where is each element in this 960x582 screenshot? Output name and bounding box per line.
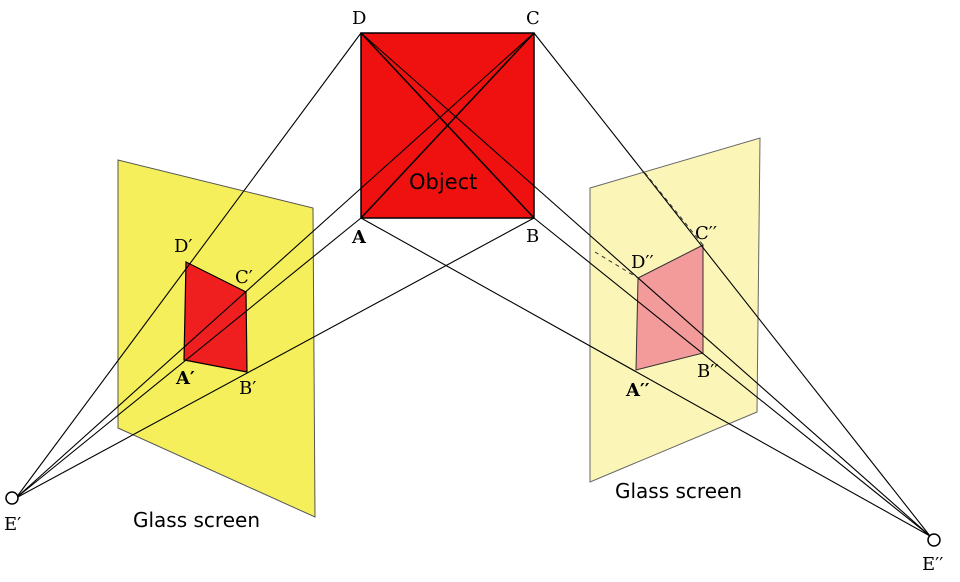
vertex-label-d: D xyxy=(352,8,366,29)
left-image-label-a: A′ xyxy=(175,368,195,389)
right-image-label-d: D′′ xyxy=(631,252,654,273)
left-eye-label: E′ xyxy=(4,514,21,535)
vertex-label-a: A xyxy=(351,227,367,248)
left-projected-image xyxy=(183,261,248,373)
vertex-label-b: B xyxy=(526,226,539,247)
right-image-label-b: B′′ xyxy=(697,361,718,382)
left-projection-lines xyxy=(15,32,535,499)
left-screen-caption: Glass screen xyxy=(133,508,260,532)
vertex-label-c: C xyxy=(526,8,540,29)
object-diagonal-bd xyxy=(360,32,535,219)
object-label: Object xyxy=(409,170,477,194)
right-eye-point xyxy=(927,533,941,547)
right-hidden-segments xyxy=(594,172,704,279)
right-image-label-a: A′′ xyxy=(625,380,650,401)
left-eye-point xyxy=(5,491,19,505)
right-screen-caption: Glass screen xyxy=(615,479,742,503)
right-eye-label: E′′ xyxy=(922,554,943,575)
right-image-label-c: C′′ xyxy=(695,223,717,244)
left-image-label-d: D′ xyxy=(174,236,193,257)
right-projected-image xyxy=(635,244,704,371)
right-projection-lines xyxy=(360,32,931,537)
left-image-label-b: B′ xyxy=(239,378,256,399)
left-image-label-c: C′ xyxy=(235,267,253,288)
